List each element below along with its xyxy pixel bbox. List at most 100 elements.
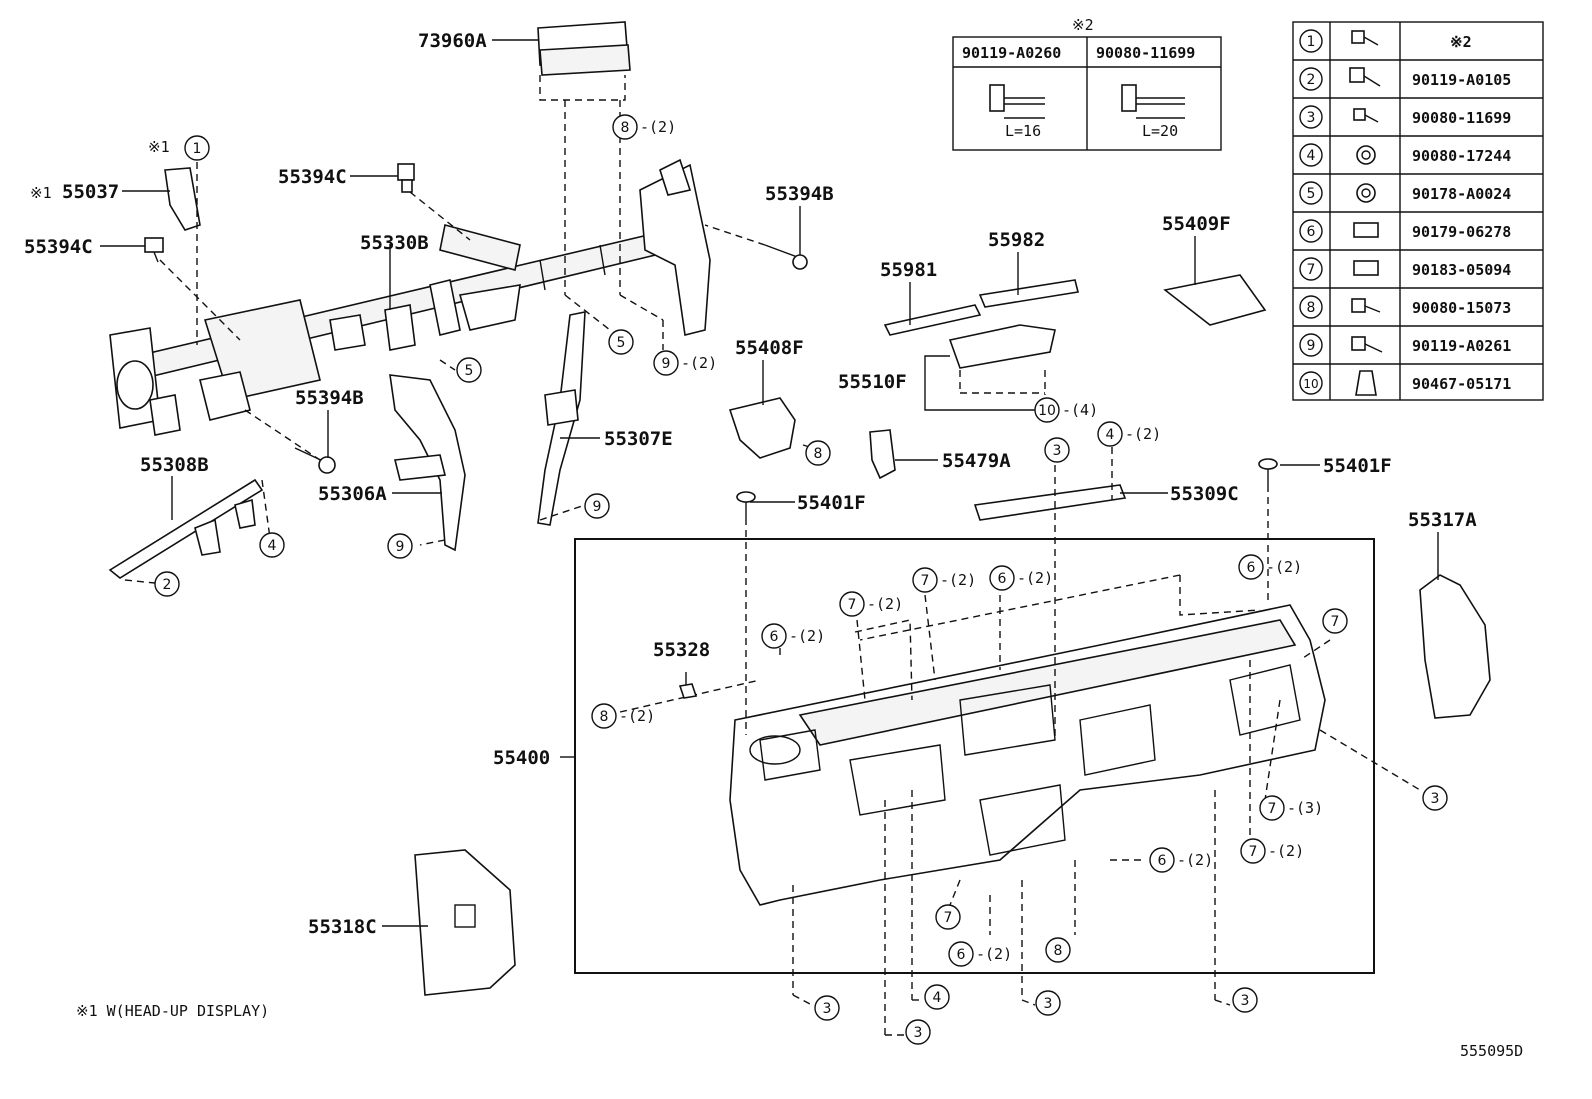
svg-text:-(2): -(2): [940, 571, 976, 589]
bolt-icon-2: [1121, 84, 1185, 119]
svg-text:-(2): -(2): [867, 595, 903, 613]
label-73960A: 73960A: [418, 30, 487, 52]
callout-6-c: 6-(2): [761, 623, 825, 649]
callout-6-b: 6-(2): [989, 565, 1053, 591]
bolt-col-2: 90080-11699: [1096, 44, 1195, 62]
svg-text:-(2): -(2): [1266, 558, 1302, 576]
svg-text:-(2): -(2): [1268, 842, 1304, 860]
svg-text:4: 4: [268, 538, 277, 554]
brace-55306A: [389, 374, 466, 552]
legend-num-4: 4: [1307, 148, 1316, 164]
svg-text:7: 7: [848, 597, 857, 613]
brace-55308B: [108, 478, 264, 579]
fastener-legend-table: 1 2 3 4 5 6 7 8 9 10 ※2 90119-A0105 9008…: [1292, 21, 1544, 401]
label-55309C: 55309C: [1170, 483, 1239, 505]
legend-num-7: 7: [1307, 262, 1316, 278]
legend-part-3: 90080-11699: [1412, 109, 1511, 127]
callout-3-f: 3: [1232, 987, 1258, 1013]
callouts: 1 8-(2) 5 9-(2) 5 4 2 9 9 8 10-(4) 3 4-(…: [154, 114, 1448, 1045]
legend-num-1: 1: [1307, 34, 1316, 50]
svg-text:6: 6: [1158, 853, 1167, 869]
flange-bolt-icon: [1349, 67, 1381, 87]
svg-text:-(2): -(2): [681, 354, 717, 372]
label-55317A: 55317A: [1408, 509, 1477, 531]
callout-6-e: 6-(2): [948, 941, 1012, 967]
nut-icon: [1356, 145, 1376, 165]
legend-num-2: 2: [1307, 72, 1316, 88]
legend-part-7: 90183-05094: [1412, 261, 1511, 279]
callout-4-a: 4: [259, 532, 285, 558]
legend-part-8: 90080-15073: [1412, 299, 1511, 317]
callout-10: 10-(4): [1034, 397, 1098, 423]
legend-part-6: 90179-06278: [1412, 223, 1511, 241]
part-labels: 73960A 55037 55394C 55394C 55330B 55394B…: [24, 30, 1477, 938]
bolt-55394B-lower: [294, 447, 336, 474]
svg-text:3: 3: [914, 1025, 923, 1041]
clip-nut-icon: [1353, 260, 1379, 276]
svg-text:8: 8: [621, 120, 630, 136]
svg-text:10: 10: [1038, 403, 1056, 419]
svg-text:8: 8: [1054, 943, 1063, 959]
svg-text:-(2): -(2): [1177, 851, 1213, 869]
legend-part-10: 90467-05171: [1412, 375, 1511, 393]
callout-7-e: 7 -(2): [1240, 838, 1304, 864]
callout-7-b: 7-(2): [912, 567, 976, 593]
label-55328: 55328: [653, 639, 710, 661]
svg-text:6: 6: [1247, 560, 1256, 576]
svg-text:9: 9: [662, 356, 671, 372]
callout-8-d: 8: [1045, 937, 1071, 963]
note-mark-1: ※1: [148, 138, 170, 156]
svg-text:8: 8: [600, 709, 609, 725]
label-55330B: 55330B: [360, 232, 429, 254]
part-55981: [883, 304, 982, 336]
label-55479A: 55479A: [942, 450, 1011, 472]
footer-note: ※1 W(HEAD-UP DISPLAY): [76, 1002, 269, 1020]
svg-text:※2: ※2: [1072, 16, 1094, 34]
part-55982: [978, 279, 1079, 308]
legend-part-1: ※2: [1450, 33, 1472, 51]
callout-4-b: 4-(2): [1097, 421, 1161, 447]
bolt-icon: [1351, 30, 1379, 46]
bolt-col-1: 90119-A0260: [962, 44, 1061, 62]
label-55318C: 55318C: [308, 916, 377, 938]
clip-55328: [678, 683, 698, 699]
clip-55401F-right: [1258, 458, 1278, 485]
svg-text:7: 7: [944, 910, 953, 926]
drawing-id: 555095D: [1460, 1042, 1523, 1060]
callout-3-e: 3: [1035, 990, 1061, 1016]
label-55394C-left: 55394C: [24, 236, 93, 258]
svg-text:-(2): -(2): [1017, 569, 1053, 587]
steering-support-beam: [109, 158, 711, 436]
callout-7-d: 7-(3): [1259, 795, 1323, 821]
bolt-icon-1: [989, 84, 1045, 119]
legend-part-2: 90119-A0105: [1412, 71, 1511, 89]
callout-8-b: 8: [805, 440, 831, 466]
svg-text:8: 8: [814, 446, 823, 462]
legend-num-9: 9: [1307, 338, 1316, 354]
part-box-73960A: [537, 21, 631, 295]
legend-num-6: 6: [1307, 224, 1316, 240]
leader-lines: [100, 39, 1439, 927]
callout-7-f: 7: [935, 904, 961, 930]
label-55981: 55981: [880, 259, 937, 281]
svg-text:-(2): -(2): [976, 945, 1012, 963]
svg-text:9: 9: [396, 539, 405, 555]
clip-55401F-left: [736, 491, 756, 518]
label-55510F: 55510F: [838, 371, 907, 393]
svg-text:7: 7: [1249, 844, 1258, 860]
callout-9-a: 9 -(2): [653, 350, 717, 376]
part-55309C: [973, 484, 1127, 521]
callout-7-a: 7: [1322, 608, 1348, 634]
svg-text:-(2): -(2): [640, 118, 676, 136]
callout-3-b: 3: [1422, 785, 1448, 811]
callout-3-a: 3: [1044, 437, 1070, 463]
legend-num-5: 5: [1307, 186, 1316, 202]
part-55409F: [1163, 274, 1267, 326]
svg-text:2: 2: [163, 577, 172, 593]
label-55394B-right: 55394B: [765, 183, 834, 205]
callout-1: 1: [184, 135, 210, 161]
label-55306A: 55306A: [318, 483, 387, 505]
label-55408F: 55408F: [735, 337, 804, 359]
part-55408F: [728, 397, 796, 459]
